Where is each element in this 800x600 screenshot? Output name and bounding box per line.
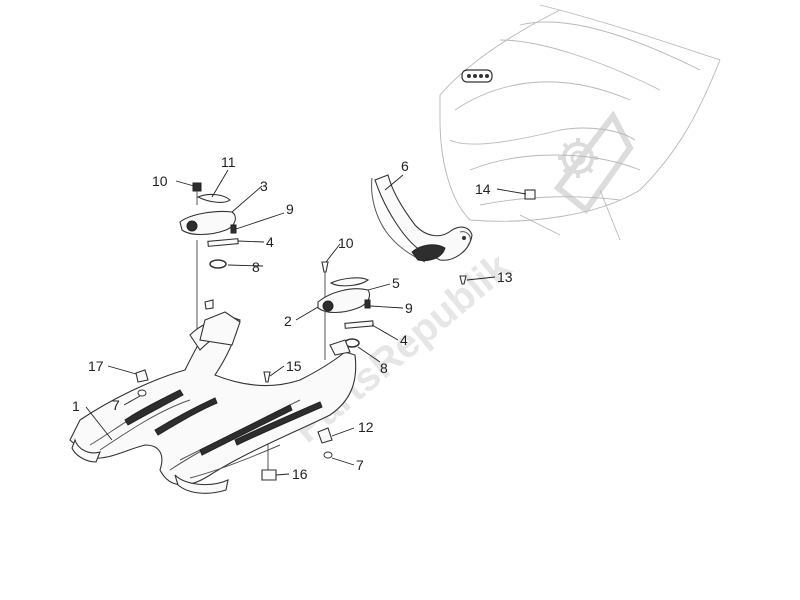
callout-17: 17 (88, 358, 104, 374)
callout-11: 11 (221, 154, 236, 170)
callout-14: 14 (475, 181, 491, 197)
screw-part-13 (459, 275, 467, 285)
callout-10-center: 10 (338, 235, 354, 251)
footboard-part (69, 311, 357, 494)
washer-part-7-right (323, 451, 333, 459)
upper-left-bracket-set (179, 182, 239, 269)
clip-part-16 (261, 469, 277, 481)
callout-1: 1 (72, 398, 80, 414)
gear-icon (553, 110, 634, 215)
scooter-body-outline (439, 4, 721, 241)
callout-16: 16 (292, 466, 308, 482)
small-hardware (135, 299, 333, 481)
screw-part-upper-left (204, 299, 214, 310)
callout-7-right: 7 (356, 457, 364, 473)
callout-4-center: 4 (400, 332, 408, 348)
callout-5: 5 (392, 275, 400, 291)
washer-part-7-left (137, 389, 147, 397)
callout-2: 2 (284, 313, 292, 329)
callout-8-center: 8 (380, 360, 388, 376)
clip-part-14 (524, 189, 536, 200)
center-bracket-set (317, 261, 374, 348)
callout-3: 3 (260, 178, 268, 194)
rear-shield-part (371, 174, 473, 263)
callout-8-upper: 8 (252, 259, 260, 275)
callout-numbers: 1 2 3 4 4 5 6 7 7 8 8 9 9 10 10 11 12 13… (72, 154, 513, 482)
callout-12: 12 (358, 419, 374, 435)
callout-9-center: 9 (405, 300, 413, 316)
callout-6: 6 (401, 158, 409, 174)
callout-15: 15 (286, 358, 302, 374)
callout-13: 13 (497, 269, 513, 285)
screw-part-17 (135, 369, 149, 383)
callout-4-upper: 4 (266, 234, 274, 250)
callout-7-left: 7 (112, 397, 120, 413)
callout-10-upper: 10 (152, 173, 168, 189)
leader-lines (85, 169, 527, 476)
fastener-part-12 (317, 427, 333, 444)
screw-part-15 (263, 371, 271, 383)
callout-9-upper: 9 (286, 201, 294, 217)
tail-light (461, 69, 493, 83)
